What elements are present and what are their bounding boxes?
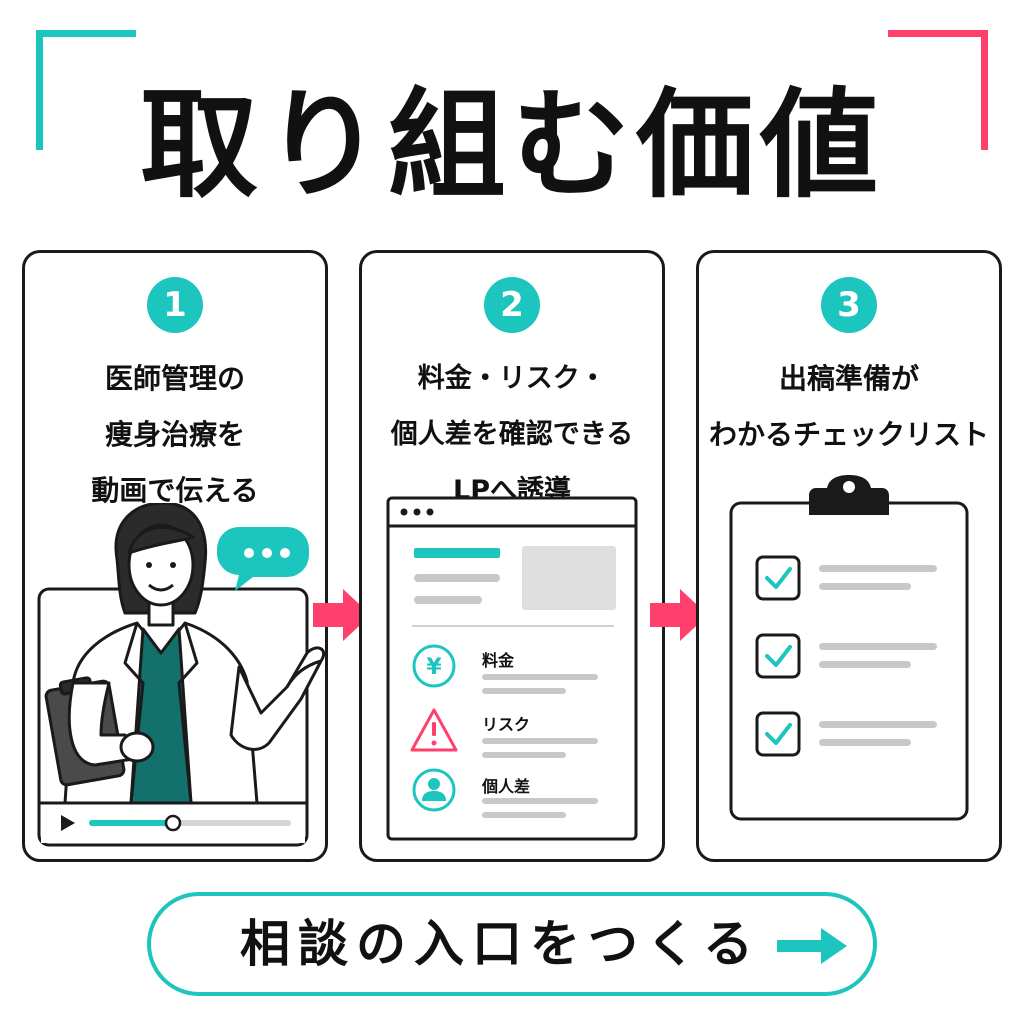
step-card-3: 3 出稿準備が わかるチェックリスト: [696, 250, 1002, 862]
step-1-line-3: 動画で伝える: [91, 474, 259, 507]
feature-label-individual-difference: 個人差: [482, 777, 531, 796]
step-number-2: 2: [484, 277, 540, 333]
page-title: 取り組む価値: [139, 76, 884, 214]
progress-knob: [164, 814, 182, 832]
person-icon: [412, 768, 456, 812]
arrow-right-icon: [313, 589, 371, 641]
step-2-line-2: 個人差を確認できる: [390, 419, 634, 450]
check-icon: [755, 633, 801, 679]
step-1-line-2: 痩身治療を: [104, 418, 245, 451]
clipboard-checklist-illustration: [729, 475, 969, 821]
step-card-1: 1 医師管理の 痩身治療を 動画で伝える: [22, 250, 328, 862]
arrow-right-icon: [650, 589, 708, 641]
corner-bracket-teal: [36, 30, 136, 150]
svg-text:¥: ¥: [426, 655, 442, 680]
step-number-3: 3: [821, 277, 877, 333]
warning-icon: [410, 708, 458, 752]
landing-page-mockup: ¥: [386, 496, 638, 841]
feature-label-risk: リスク: [482, 715, 531, 734]
check-icon: [755, 555, 801, 601]
step-3-line-2: わかるチェックリスト: [708, 418, 989, 451]
doctor-figure: [44, 503, 325, 805]
step-description-1: 医師管理の 痩身治療を 動画で伝える: [25, 351, 325, 519]
yen-icon: ¥: [412, 644, 456, 688]
corner-bracket-pink: [888, 30, 988, 150]
check-icon: [755, 711, 801, 757]
arrow-right-icon: [777, 928, 847, 964]
clipboard-clip-icon: [809, 475, 889, 515]
step-description-2: 料金・リスク・ 個人差を確認できる LPへ誘導: [362, 351, 662, 519]
feature-label-price: 料金: [482, 651, 515, 670]
step-3-line-1: 出稿準備が: [778, 362, 919, 395]
progress-fill: [89, 820, 173, 826]
doctor-video-illustration: [37, 503, 325, 847]
step-2-line-1: 料金・リスク・: [417, 363, 607, 394]
speech-bubble-icon: [217, 527, 309, 591]
step-1-line-1: 医師管理の: [104, 362, 245, 395]
cta-label: 相談の入口をつくる: [240, 915, 761, 973]
step-description-3: 出稿準備が わかるチェックリスト: [699, 351, 999, 463]
step-number-1: 1: [147, 277, 203, 333]
step-card-2: 2 料金・リスク・ 個人差を確認できる LPへ誘導 ¥: [359, 250, 665, 862]
play-icon: [61, 815, 75, 831]
cta-button[interactable]: 相談の入口をつくる: [147, 892, 877, 996]
